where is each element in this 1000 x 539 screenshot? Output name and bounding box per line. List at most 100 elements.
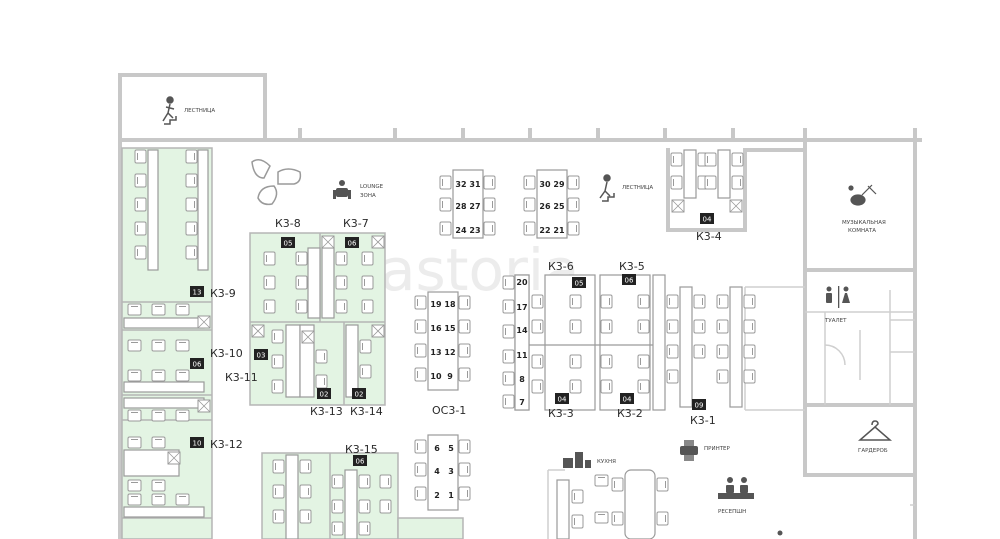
seat-number: 4 bbox=[434, 467, 440, 476]
seat-number: 10 bbox=[430, 372, 442, 381]
svg-text:04: 04 bbox=[623, 396, 632, 404]
seat-number: 24 bbox=[455, 226, 467, 235]
svg-text:06: 06 bbox=[625, 277, 634, 285]
printer-icon bbox=[680, 440, 698, 461]
seat-number: 3 bbox=[448, 467, 454, 476]
music-room-label-1: МУЗЫКАЛЬНАЯ bbox=[842, 220, 886, 226]
badge-k3-6: 05 bbox=[572, 277, 586, 288]
seat-number: 21 bbox=[553, 226, 565, 235]
badge-k3-14: 02 bbox=[352, 388, 366, 399]
badge-k3-5: 06 bbox=[622, 274, 636, 285]
stairs-mid-icon bbox=[599, 174, 615, 202]
svg-text:02: 02 bbox=[320, 391, 329, 399]
seat-number: 23 bbox=[469, 226, 480, 235]
seat-number: 16 bbox=[430, 324, 442, 333]
stairs-top-icon bbox=[162, 96, 177, 125]
seat-number: 31 bbox=[469, 180, 481, 189]
desks bbox=[123, 149, 743, 539]
music-room-label-2: КОМНАТА bbox=[848, 228, 876, 234]
zone-name-os3-1: ОС3-1 bbox=[432, 404, 466, 417]
seat-number: 6 bbox=[434, 444, 440, 453]
stairs-top-label: ЛЕСТНИЦА bbox=[184, 108, 215, 114]
seat-number: 32 bbox=[455, 180, 466, 189]
svg-text:10: 10 bbox=[193, 440, 202, 448]
seat-number: 9 bbox=[447, 372, 453, 381]
svg-text:04: 04 bbox=[558, 396, 567, 404]
toilet-icon bbox=[826, 286, 850, 308]
seat-number: 29 bbox=[553, 180, 565, 189]
badge-k3-7: 06 bbox=[345, 237, 359, 248]
reception-label: РЕСЕПШН bbox=[718, 509, 746, 515]
badge-k3-1: 09 bbox=[692, 399, 706, 410]
badge-k3-13: 02 bbox=[317, 388, 331, 399]
badge-k3-10: 06 bbox=[190, 358, 204, 369]
zone-name-k3-8: К3-8 bbox=[275, 217, 301, 230]
zone-name-k3-4: К3-4 bbox=[696, 230, 722, 243]
zone-name-k3-11: К3-11 bbox=[225, 371, 258, 384]
badge-k3-15: 06 bbox=[353, 455, 367, 466]
badge-k3-12: 10 bbox=[190, 437, 204, 448]
svg-text:05: 05 bbox=[575, 280, 584, 288]
kitchen-icon bbox=[563, 452, 591, 468]
svg-text:06: 06 bbox=[193, 361, 202, 369]
seat-number: 30 bbox=[539, 180, 551, 189]
zone-name-k3-15: К3-15 bbox=[345, 443, 378, 456]
zone-name-k3-5: К3-5 bbox=[619, 260, 645, 273]
zone-name-k3-1: К3-1 bbox=[690, 414, 716, 427]
svg-text:05: 05 bbox=[284, 240, 293, 248]
zone-name-k3-13: К3-13 bbox=[310, 405, 343, 418]
svg-text:06: 06 bbox=[348, 240, 357, 248]
svg-text:04: 04 bbox=[703, 216, 712, 224]
badge-k3-2: 04 bbox=[620, 393, 634, 404]
seat-number: 18 bbox=[444, 300, 456, 309]
zone-name-k3-2: К3-2 bbox=[617, 407, 643, 420]
seat-number: 7 bbox=[519, 398, 525, 407]
reception-icon bbox=[718, 477, 754, 499]
lounge-label-1: LOUNGE bbox=[360, 184, 384, 190]
zone-name-k3-10: К3-10 bbox=[210, 347, 243, 360]
badge-k3-4: 04 bbox=[700, 213, 714, 224]
seat-number: 20 bbox=[516, 278, 528, 287]
svg-text:03: 03 bbox=[257, 352, 266, 360]
stairs-mid-label: ЛЕСТНИЦА bbox=[622, 185, 653, 191]
seat-number: 13 bbox=[430, 348, 441, 357]
badge-k3-3: 04 bbox=[555, 393, 569, 404]
badge-k3-9: 13 bbox=[190, 286, 204, 297]
seat-number: 14 bbox=[516, 326, 528, 335]
svg-text:02: 02 bbox=[355, 391, 364, 399]
seat-number: 15 bbox=[444, 324, 456, 333]
seat-number: 22 bbox=[539, 226, 550, 235]
svg-text:09: 09 bbox=[695, 402, 704, 410]
zone-name-k3-14: К3-14 bbox=[350, 405, 383, 418]
marker-dot bbox=[777, 530, 783, 536]
music-icon bbox=[848, 184, 877, 206]
walls bbox=[118, 73, 922, 539]
seat-number: 5 bbox=[448, 444, 454, 453]
seat-number: 27 bbox=[469, 202, 480, 211]
seat-number: 12 bbox=[444, 348, 455, 357]
zone-name-k3-12: К3-12 bbox=[210, 438, 243, 451]
badge-k3-8: 05 bbox=[281, 237, 295, 248]
printer-label: ПРИНТЕР bbox=[704, 446, 731, 452]
wardrobe-label: ГАРДЕРОБ bbox=[858, 448, 888, 454]
badges: 13 06 03 10 05 06 02 02 06 05 06 04 04 0… bbox=[190, 213, 714, 466]
zone-name-k3-7: К3-7 bbox=[343, 217, 369, 230]
kitchen-label: КУХНЯ bbox=[597, 459, 616, 465]
zone-name-k3-3: К3-3 bbox=[548, 407, 574, 420]
seat-number: 1 bbox=[448, 491, 454, 500]
svg-text:06: 06 bbox=[356, 458, 365, 466]
lounge-furniture bbox=[251, 159, 302, 206]
wardrobe-icon bbox=[857, 420, 893, 441]
zone-name-k3-6: К3-6 bbox=[548, 260, 574, 273]
seat-number: 28 bbox=[455, 202, 467, 211]
seat-number: 2 bbox=[434, 491, 440, 500]
seat-number: 26 bbox=[539, 202, 551, 211]
badge-k3-11: 03 bbox=[254, 349, 268, 360]
seat-number: 25 bbox=[553, 202, 565, 211]
seat-number: 17 bbox=[516, 303, 527, 312]
toilet-label: ТУАЛЕТ bbox=[824, 318, 847, 324]
seat-number: 8 bbox=[519, 375, 525, 384]
seat-number: 11 bbox=[516, 351, 528, 360]
seat-number: 19 bbox=[430, 300, 442, 309]
